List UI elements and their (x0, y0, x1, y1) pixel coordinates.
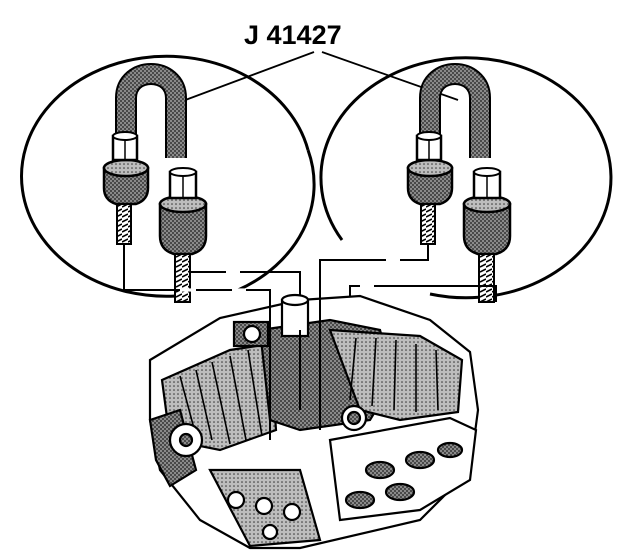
lift-bracket-icon (104, 74, 206, 302)
lift-bracket-icon (408, 74, 510, 302)
v8-engine-icon (148, 260, 480, 550)
left-detail-circle (20, 54, 310, 298)
tool-number-label: J 41427 (244, 20, 342, 50)
right-detail-circle (319, 56, 613, 300)
leader-lines (179, 51, 459, 103)
